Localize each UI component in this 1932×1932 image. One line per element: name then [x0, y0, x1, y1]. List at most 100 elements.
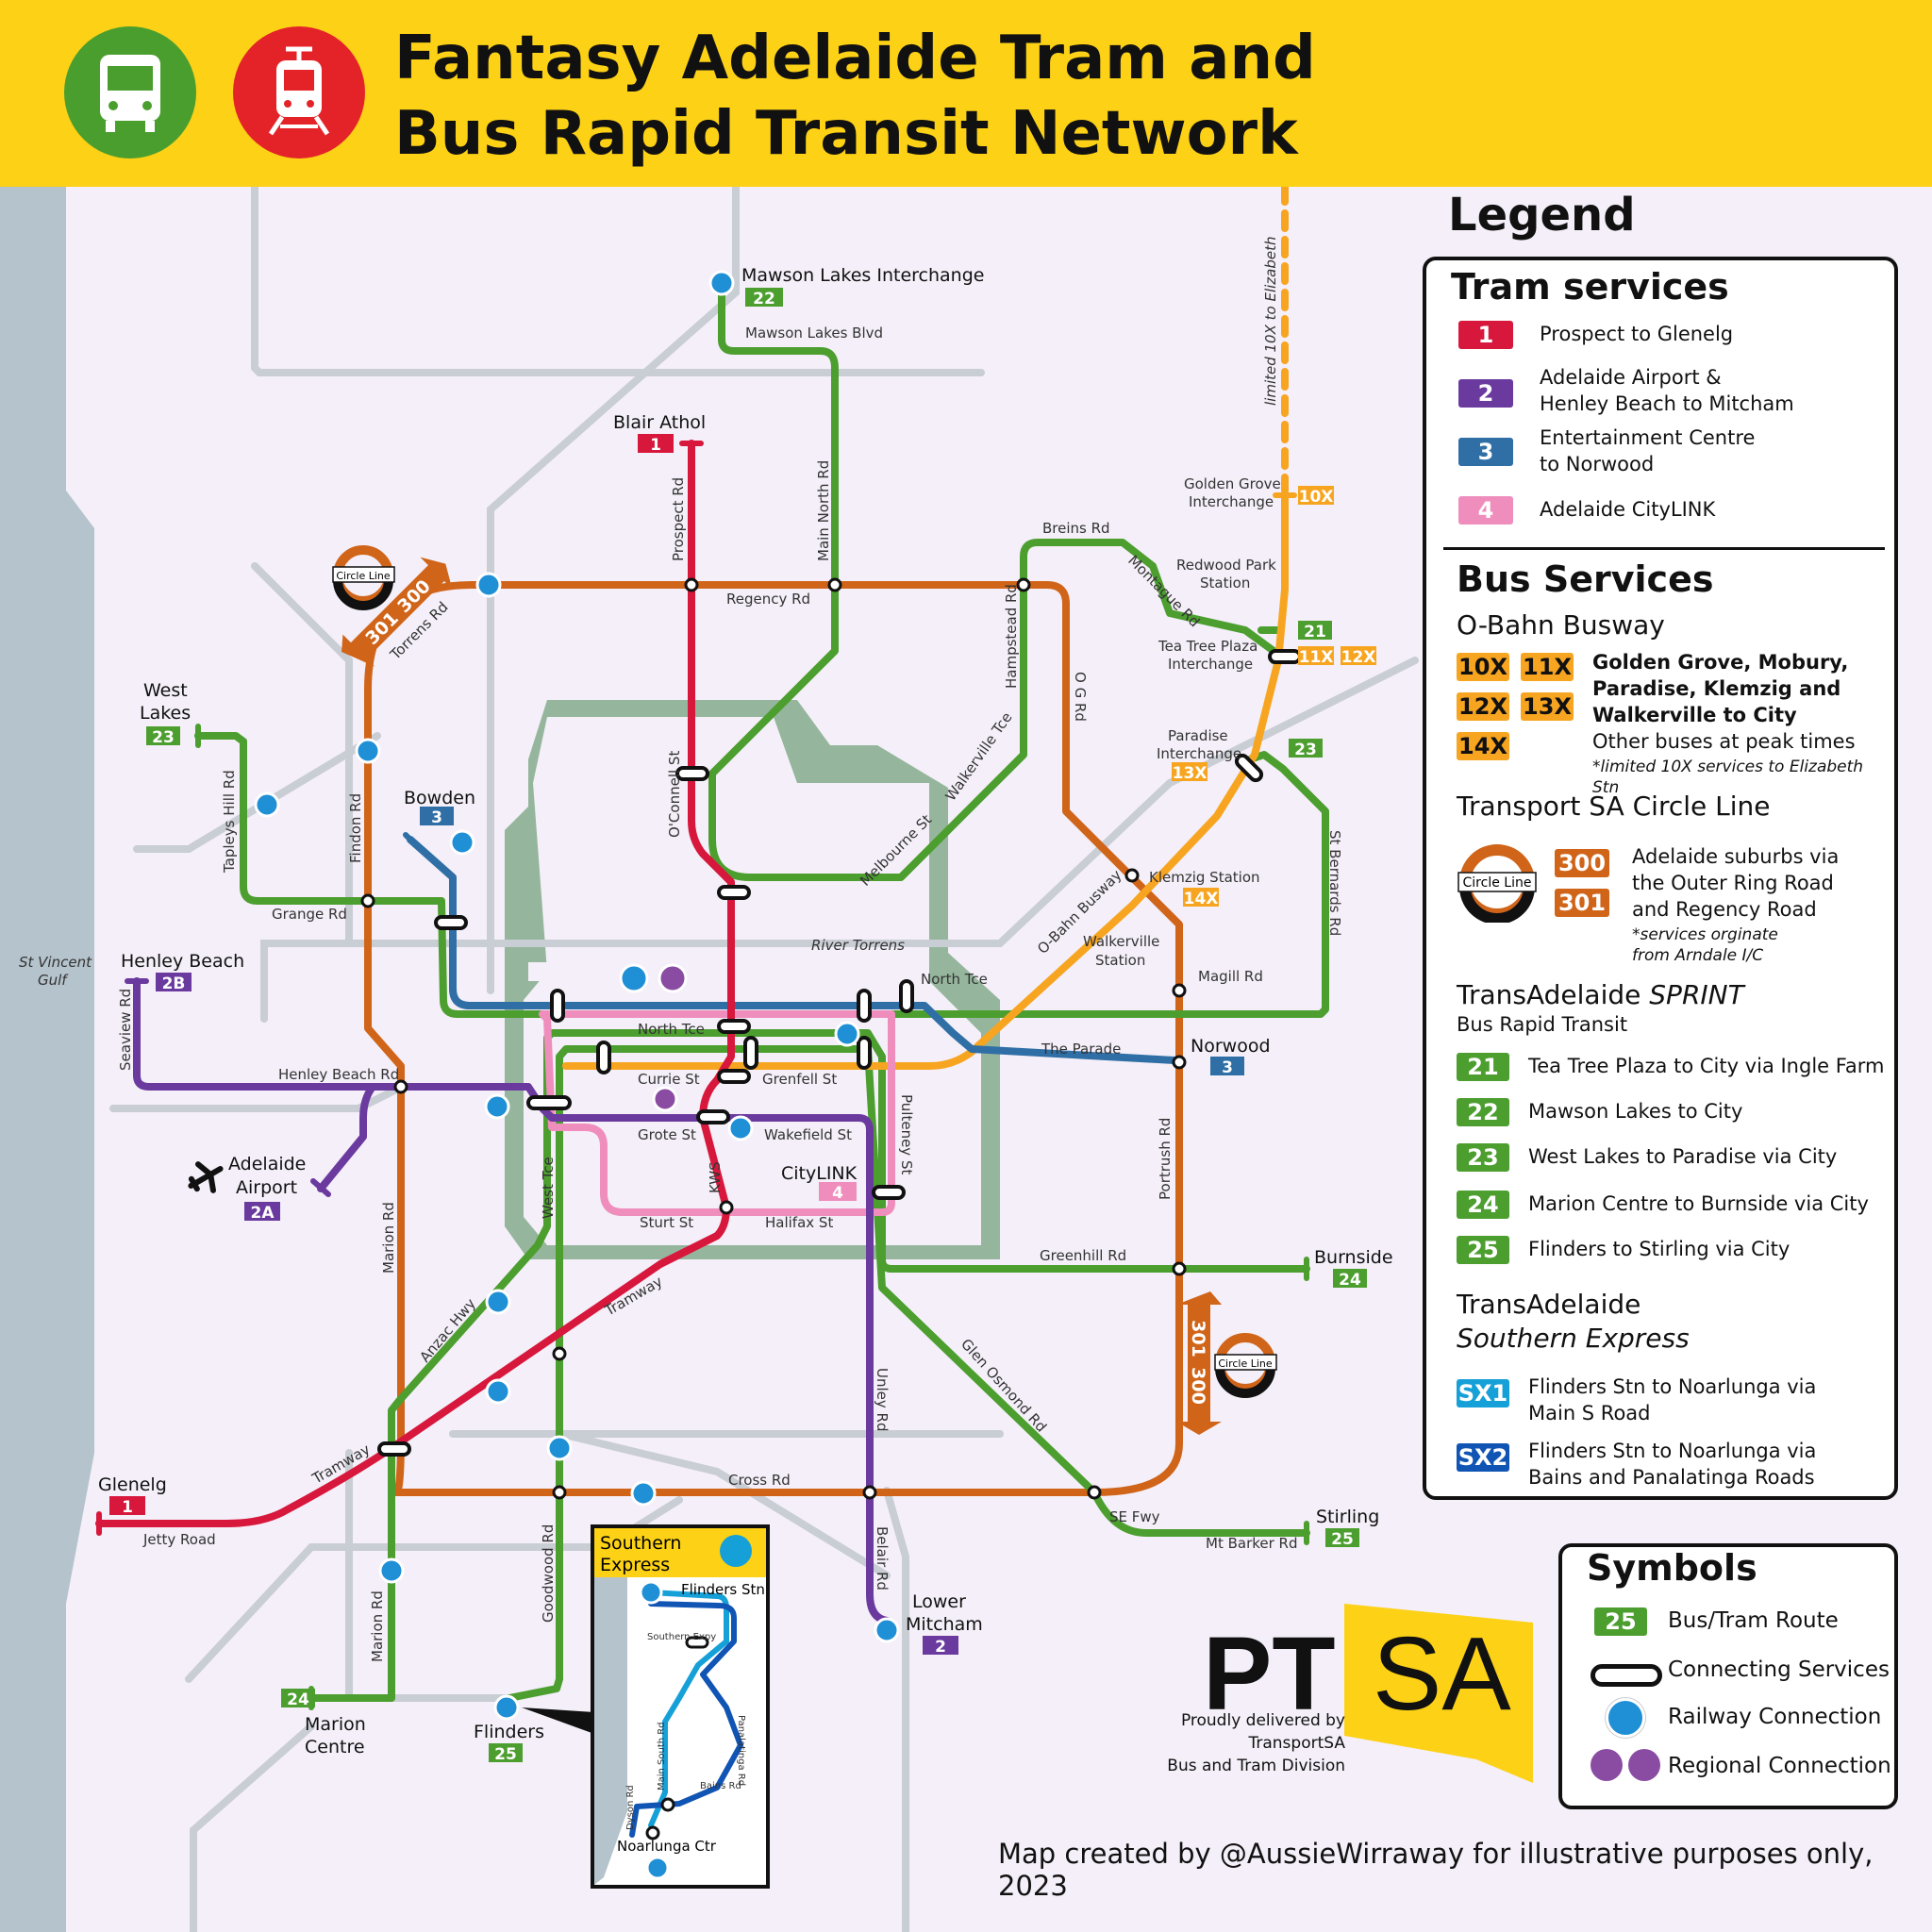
place-burnside: Burnside: [1314, 1247, 1393, 1268]
road-goodwood: Goodwood Rd: [540, 1524, 557, 1623]
badge-11x: 11X: [1298, 646, 1334, 667]
road-west-tce: West Tce: [540, 1157, 557, 1219]
road-magill: Magill Rd: [1198, 968, 1263, 985]
sprint-23-route: [194, 732, 1329, 1018]
legend-obahn-10x: 10X: [1457, 653, 1509, 681]
badge-12x: 12X: [1341, 646, 1376, 667]
legend-sprint-25-text: Flinders to Stirling via City: [1528, 1238, 1790, 1260]
river-torrens-label: River Torrens: [811, 937, 905, 954]
legend-sprint-23-code: 23: [1457, 1143, 1509, 1172]
legend-tram-3-text-1: Entertainment Centre: [1540, 426, 1756, 449]
road-anzac: Anzac Hwy: [416, 1295, 479, 1366]
inset-flinders-stn: Flinders Stn: [681, 1581, 765, 1598]
legend-obahn-14x: 14X: [1457, 732, 1509, 760]
sx-heading-1: TransAdelaide: [1457, 1289, 1641, 1320]
road-wakefield: Wakefield St: [764, 1126, 852, 1143]
badge-23-westlakes: 23: [146, 726, 180, 747]
svg-text:21: 21: [1304, 623, 1326, 641]
legend-circle-note-2: from Arndale I/C: [1632, 946, 1764, 965]
road-portrush: Portrush Rd: [1157, 1118, 1174, 1200]
place-stirling: Stirling: [1316, 1507, 1379, 1527]
regional-connection-icons: [652, 963, 688, 1112]
badge-21: 21: [1298, 621, 1332, 641]
legend-sprint-21-code: 21: [1457, 1053, 1509, 1081]
badge-4: 4: [819, 1182, 857, 1203]
legend-obahn-text-3: Walkerville to City: [1592, 704, 1797, 726]
road-hampstead: Hampstead Rd: [1003, 584, 1020, 689]
title-line-1: Fantasy Adelaide Tram and: [394, 24, 1316, 93]
svg-text:23: 23: [152, 728, 175, 747]
arrow-label-300: 300: [1188, 1367, 1208, 1405]
place-paradise-2: Interchange: [1157, 745, 1241, 762]
legend-tram-2-text-1: Adelaide Airport &: [1540, 366, 1722, 389]
rail-icon-flinders: [493, 1694, 520, 1721]
badge-24-burnside: 24: [1333, 1269, 1367, 1290]
symbols-heading: Symbols: [1587, 1547, 1757, 1589]
road-marion: Marion Rd: [380, 1202, 397, 1274]
svg-text:3: 3: [1222, 1058, 1233, 1077]
badge-25-flinders: 25: [489, 1743, 523, 1764]
legend-sprint-22-code: 22: [1457, 1098, 1509, 1126]
rail-icon-crossrd: [630, 1480, 657, 1507]
road-mt-barker: Mt Barker Rd: [1206, 1535, 1298, 1552]
legend-obahn-11x: 11X: [1521, 653, 1574, 681]
place-walkerville-2: Station: [1095, 952, 1145, 969]
legend-sprint-24-text: Marion Centre to Burnside via City: [1528, 1192, 1869, 1215]
rail-icon-wakefield: [727, 1115, 754, 1141]
svg-text:22: 22: [753, 290, 775, 308]
legend-circle-line-roundel: Circle Line: [1457, 841, 1538, 926]
road-jetty: Jetty Road: [142, 1531, 216, 1548]
place-redwood-2: Station: [1200, 575, 1250, 591]
transit-map: River Torrens: [0, 187, 1419, 1932]
circle-line-roundel-north: Circle Line: [332, 545, 395, 610]
road-breins: Breins Rd: [1042, 520, 1110, 537]
road-seaview: Seaview Rd: [117, 989, 134, 1071]
svg-text:25: 25: [494, 1745, 517, 1764]
sprint-heading: TransAdelaide SPRINT: [1457, 979, 1744, 1010]
road-currie: Currie St: [638, 1071, 700, 1088]
road-og: O G Rd: [1072, 672, 1089, 722]
place-mawson-lakes: Mawson Lakes Interchange: [741, 265, 984, 286]
legend-sprint-22-text: Mawson Lakes to City: [1528, 1100, 1743, 1123]
inset-rail-icon-flinders: [639, 1580, 663, 1605]
gulf-label-1: St Vincent: [19, 954, 92, 971]
rail-icon-tramway: [485, 1378, 511, 1405]
badge-2-mitcham: 2: [923, 1636, 958, 1657]
legend-sprint-21-text: Tea Tree Plaza to City via Ingle Farm: [1528, 1055, 1885, 1077]
rail-icon-regency: [475, 572, 502, 598]
place-citylink: CityLINK: [781, 1163, 858, 1184]
svg-text:25: 25: [1331, 1530, 1354, 1549]
place-marion-1: Marion: [305, 1714, 366, 1735]
road-greenhill: Greenhill Rd: [1040, 1247, 1126, 1264]
place-tea-tree-1: Tea Tree Plaza: [1158, 638, 1257, 655]
rail-icon-mitcham: [874, 1617, 900, 1643]
svg-text:1: 1: [650, 436, 661, 455]
legend-circle-300: 300: [1555, 849, 1609, 877]
road-grenfell: Grenfell St: [762, 1071, 837, 1088]
legend-obahn-13x: 13X: [1521, 692, 1574, 721]
svg-text:12X: 12X: [1341, 648, 1376, 667]
road-oconnell: O'Connell St: [666, 751, 683, 838]
place-lower-mitcham-1: Lower: [912, 1591, 966, 1612]
ptsa-pt: PT: [1203, 1616, 1336, 1732]
legend-circle-text-1: Adelaide suburbs via: [1632, 845, 1840, 868]
badge-25-stirling: 25: [1325, 1528, 1359, 1549]
tram-2a-route: [317, 1083, 376, 1192]
obahn-heading: O-Bahn Busway: [1457, 609, 1665, 641]
bus-icon: [64, 26, 196, 158]
road-north-tce-2: North Tce: [638, 1021, 705, 1038]
road-unley: Unley Rd: [874, 1368, 891, 1431]
gulf-label-2: Gulf: [38, 972, 69, 989]
svg-text:3: 3: [431, 808, 442, 827]
connecting-capsules: [377, 649, 1302, 1457]
road-glen-osmond: Glen Osmond Rd: [958, 1336, 1050, 1436]
circle-line-heading: Transport SA Circle Line: [1457, 791, 1771, 822]
inset-main-south-rd: Main South Rd: [657, 1722, 667, 1790]
inset-bains-rd: Bains Rd: [700, 1781, 741, 1791]
rail-icon-anzac: [485, 1289, 511, 1315]
place-henley-beach: Henley Beach: [121, 951, 244, 972]
regional-connection-icon-bus: [1591, 1749, 1623, 1781]
circle-line-roundel-label: Circle Line: [1218, 1357, 1273, 1370]
road-st-bernards: St Bernards Rd: [1326, 830, 1343, 936]
regional-icon-north-tce: [658, 963, 688, 993]
